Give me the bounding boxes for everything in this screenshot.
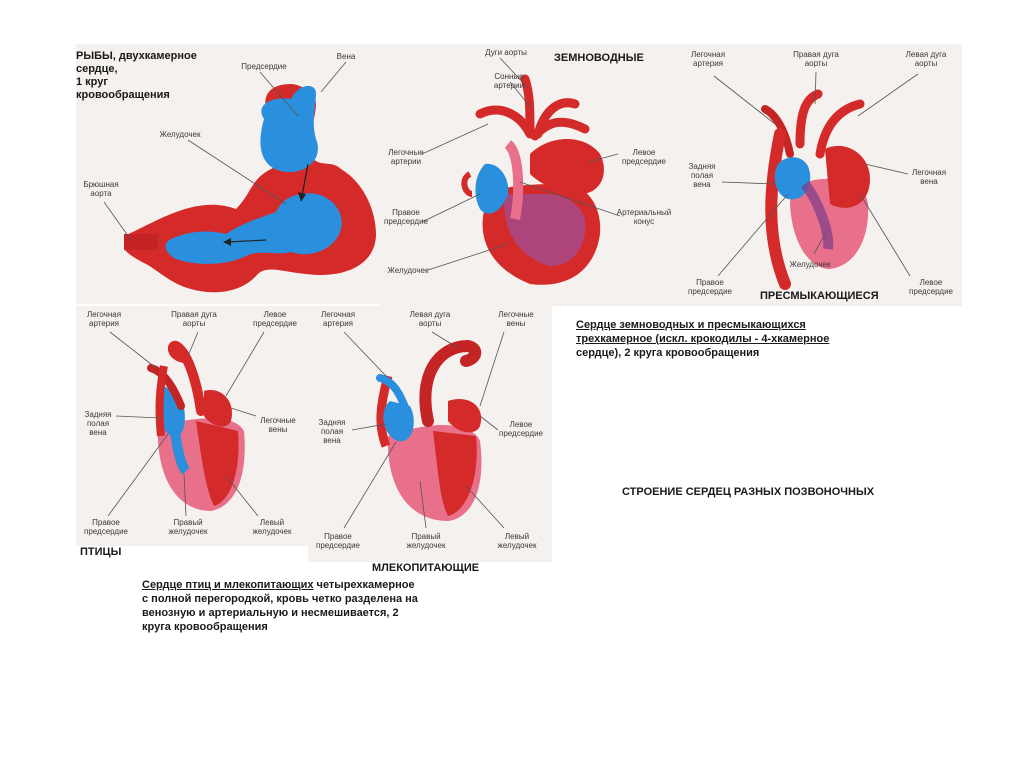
rept-label-ventricle: Желудочек bbox=[789, 260, 831, 269]
bird-panel: Легочная артерия Правая дуга аорты Левое… bbox=[76, 306, 308, 546]
fish-title: РЫБЫ, двухкамерное сердце, 1 круг кровоо… bbox=[76, 50, 210, 102]
reptile-caption-line: Сердце земноводных и пресмыкающихся bbox=[576, 319, 806, 331]
bird-label-left-ventricle: Левый желудочек bbox=[252, 518, 292, 536]
bird-caption-line: с полной перегородкой, кровь четко разде… bbox=[142, 593, 418, 605]
rept-pulm-artery bbox=[761, 105, 794, 158]
amph-left-atrium bbox=[530, 139, 604, 194]
mammal-left-atrium bbox=[448, 398, 482, 433]
rept-label-right-atrium: Правое предсердие bbox=[687, 278, 733, 296]
amph-vena bbox=[461, 171, 473, 197]
rept-label-left-atrium: Левое предсердие bbox=[908, 278, 954, 296]
mammal-label-left-ventricle: Левый желудочек bbox=[497, 532, 537, 550]
mammal-panel: Легочная артерия Левая дуга аорты Легочн… bbox=[308, 306, 552, 562]
fish-panel: РЫБЫ, двухкамерное сердце, 1 круг кровоо… bbox=[76, 44, 388, 304]
bird-vena bbox=[155, 365, 168, 437]
rept-right-atrium bbox=[774, 157, 811, 200]
bird-label-right-ventricle: Правый желудочек bbox=[168, 518, 208, 536]
amph-ventricle-mixed bbox=[504, 194, 586, 266]
amphibian-title: ЗЕМНОВОДНЫЕ bbox=[554, 52, 644, 64]
mammal-aorta-arch bbox=[419, 339, 482, 427]
rept-arch-left bbox=[815, 99, 865, 159]
bird-heart-diagram bbox=[107, 331, 265, 517]
bird-caption-line: Сердце птиц и млекопитающих четырехкамер… bbox=[142, 578, 462, 592]
mammal-label-left-atrium: Левое предсердие bbox=[498, 420, 544, 438]
main-title: СТРОЕНИЕ СЕРДЕЦ РАЗНЫХ ПОЗВОНОЧНЫХ bbox=[622, 486, 875, 498]
rept-label-left-arch: Левая дуга аорты bbox=[905, 50, 947, 68]
fish-atrium bbox=[260, 85, 318, 173]
bird-pulm-art bbox=[147, 364, 185, 410]
fish-heart-diagram bbox=[103, 61, 376, 293]
amph-label-left-atrium: Левое предсердие bbox=[621, 148, 667, 166]
rept-label-right-arch: Правая дуга аорты bbox=[793, 50, 839, 68]
fish-ventricle bbox=[165, 193, 342, 264]
bird-title: ПТИЦЫ bbox=[80, 546, 122, 558]
amph-label-conus: Артериальный конус bbox=[616, 208, 672, 226]
amph-label-ventricle: Желудочек bbox=[387, 266, 429, 275]
amph-label-right-atrium: Правое предсердие bbox=[383, 208, 429, 226]
bird-caption-line: круга кровообращения bbox=[142, 621, 268, 633]
amphibian-heart-diagram bbox=[421, 57, 621, 285]
reptile-caption-line: сердце), 2 круга кровообращения bbox=[576, 347, 760, 359]
mammal-pulm-art bbox=[376, 374, 412, 420]
bird-caption-line: венозную и артериальную и несмешивается,… bbox=[142, 607, 399, 619]
bird-label-vena-cava: Задняя полая вена bbox=[84, 410, 112, 437]
fish-heart-outer bbox=[124, 84, 376, 293]
fish-label-ventricle: Желудочек bbox=[159, 130, 201, 139]
mammal-label-pulm-veins: Легочные вены bbox=[498, 310, 534, 328]
amph-label-arches: Дуги аорты bbox=[485, 48, 527, 57]
mammal-right-atrium bbox=[383, 401, 414, 442]
reptile-title: ПРЕСМЫКАЮЩИЕСЯ bbox=[760, 290, 879, 302]
rept-label-pulm-vein: Легочная вена bbox=[911, 168, 947, 186]
bird-left-vent bbox=[196, 421, 239, 506]
bird-right-vent-blue bbox=[169, 420, 191, 475]
mammal-left-vent bbox=[433, 431, 477, 516]
rept-mix bbox=[800, 181, 834, 250]
mammal-label-right-ventricle: Правый желудочек bbox=[406, 532, 446, 550]
mammal-label-right-atrium: Правое предсердие bbox=[315, 532, 361, 550]
bird-caption-rest: четырехкамерное bbox=[313, 579, 415, 591]
bird-label-pulm-artery: Легочная артерия bbox=[86, 310, 122, 328]
rept-label-vena-cava: Задняя полая вена bbox=[688, 162, 716, 189]
amph-right-atrium bbox=[475, 163, 509, 214]
fish-title-line: кровообращения bbox=[76, 89, 170, 101]
bird-arch bbox=[167, 340, 206, 416]
fish-title-line: сердце, bbox=[76, 63, 118, 75]
reptile-caption-line: трехкамерное (искл. крокодилы - 4-хкамер… bbox=[576, 333, 830, 345]
fish-aorta-tube bbox=[124, 234, 158, 250]
reptile-panel: Легочная артерия Правая дуга аорты Левая… bbox=[680, 44, 962, 306]
amphibian-panel: ЗЕМНОВОДНЫЕ Дуги аорты Сонные артерии Ле… bbox=[380, 44, 680, 306]
bird-caption-underlined: Сердце птиц и млекопитающих bbox=[142, 579, 314, 591]
rept-vena-cava bbox=[765, 128, 791, 290]
amph-label-carotid: Сонные артерии bbox=[493, 72, 525, 90]
mammal-label-left-arch: Левая дуга аорты bbox=[409, 310, 451, 328]
fish-label-atrium: Предсердие bbox=[241, 62, 287, 71]
bird-left-atrium bbox=[204, 390, 232, 427]
reptile-caption: Сердце земноводных и пресмыкающихся трех… bbox=[576, 318, 876, 360]
mammal-heart-diagram bbox=[343, 331, 505, 529]
fish-label-aorta: Брюшная аорта bbox=[83, 180, 119, 198]
fish-title-line: 1 круг bbox=[76, 76, 108, 88]
mammal-label-pulm-artery: Легочная артерия bbox=[320, 310, 356, 328]
fish-label-vein: Вена bbox=[336, 52, 356, 61]
rept-left-atrium bbox=[825, 145, 870, 208]
bird-caption: Сердце птиц и млекопитающих четырехкамер… bbox=[142, 578, 462, 634]
rept-label-pulm-artery: Легочная артерия bbox=[690, 50, 726, 68]
amph-conus bbox=[504, 140, 524, 220]
mammal-label-vena-cava: Задняя полая вена bbox=[318, 418, 346, 445]
amph-arches bbox=[475, 74, 590, 141]
fish-title-line: РЫБЫ, двухкамерное bbox=[76, 50, 197, 62]
bird-label-left-atrium: Левое предсердие bbox=[252, 310, 298, 328]
amph-label-pulmonary: Легочные артерии bbox=[388, 148, 424, 166]
mammal-title: МЛЕКОПИТАЮЩИЕ bbox=[372, 562, 480, 574]
bird-label-right-arch: Правая дуга аорты bbox=[171, 310, 217, 328]
bird-label-right-atrium: Правое предсердие bbox=[83, 518, 129, 536]
bird-label-pulm-veins: Легочные вены bbox=[260, 416, 296, 434]
reptile-heart-diagram bbox=[713, 71, 919, 290]
